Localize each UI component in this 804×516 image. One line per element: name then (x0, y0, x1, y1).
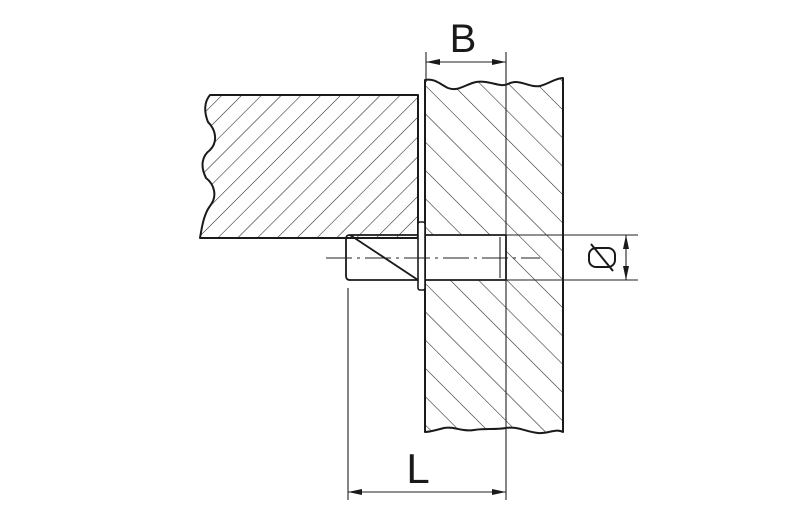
plate (417, 221, 426, 291)
diameter-symbol-icon (588, 243, 616, 272)
extension-lines (347, 52, 638, 500)
pin (326, 234, 540, 281)
wall (424, 77, 564, 435)
dimension-label-diameter: Ø (0, 0, 1, 1)
dimension-b: B (426, 17, 506, 65)
dimension-l: L (348, 445, 506, 495)
dimension-diameter: Ø (0, 0, 629, 280)
shelf (199, 94, 419, 239)
dimension-label-b: B (450, 17, 477, 61)
dimension-label-l: L (406, 445, 429, 492)
